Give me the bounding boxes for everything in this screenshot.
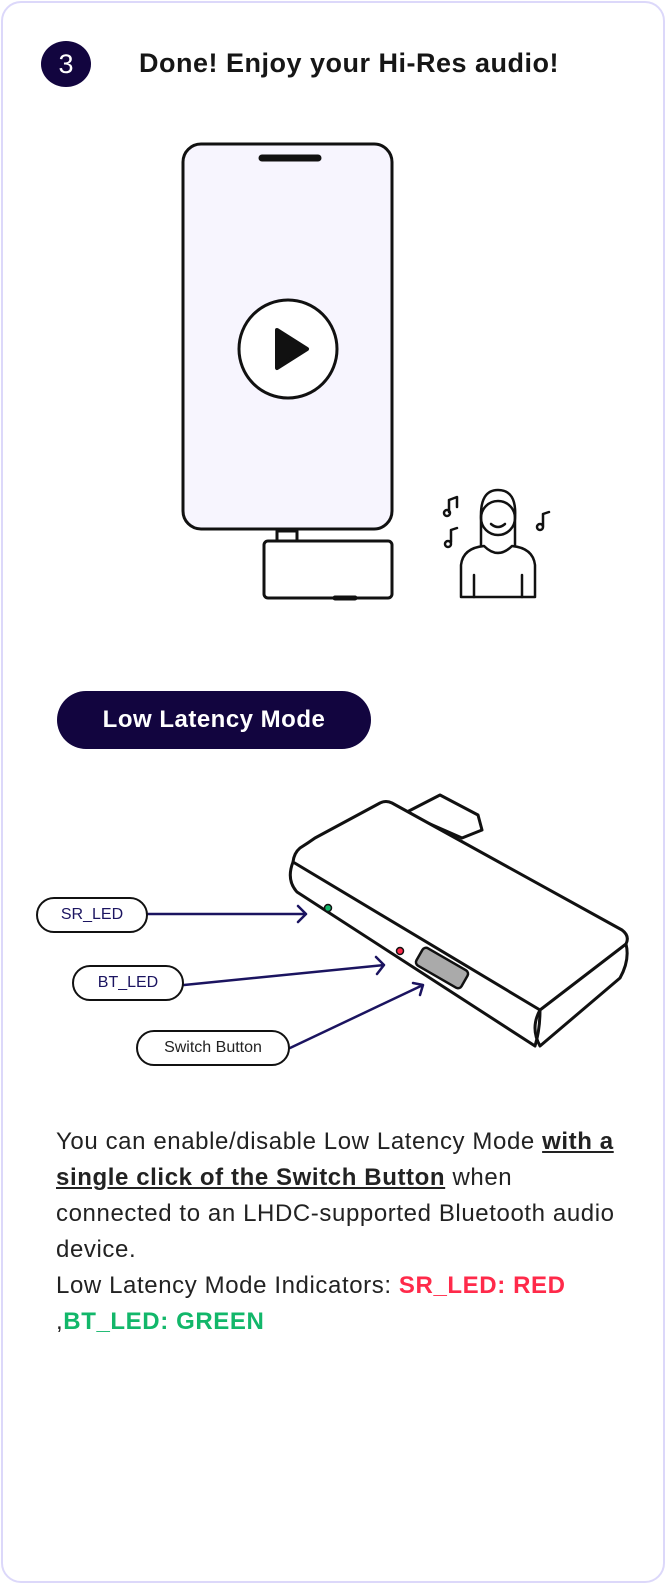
description-part1: You can enable/disable Low Latency Mode xyxy=(56,1128,543,1155)
listener-with-music-icon xyxy=(442,488,551,599)
sr-led-indicator xyxy=(323,903,333,913)
phone-illustration xyxy=(181,142,394,601)
step-number-badge: 3 xyxy=(41,41,91,87)
indicators-label: Low Latency Mode Indicators: xyxy=(56,1272,399,1299)
play-icon xyxy=(237,298,339,400)
step-title: Done! Enjoy your Hi-Res audio! xyxy=(139,48,560,78)
separator: , xyxy=(56,1308,64,1335)
callout-arrows xyxy=(146,904,425,1050)
description-emphasis: with a single click of the Switch Button xyxy=(56,1128,614,1191)
switch-button-label: Switch Button xyxy=(136,1030,290,1066)
sr-led-indicator-text: SR_LED: RED xyxy=(398,1272,566,1299)
description-text: You can enable/disable Low Latency Mode … xyxy=(56,1124,616,1340)
bt-led-indicator-text: BT_LED: GREEN xyxy=(63,1308,265,1335)
sr-led-label: SR_LED xyxy=(36,897,148,933)
adapter-device-illustration xyxy=(288,793,629,1048)
bt-led-indicator xyxy=(395,946,405,956)
bt-led-label: BT_LED xyxy=(72,965,184,1001)
description-part2: when connected to an LHDC-supported Blue… xyxy=(56,1164,615,1263)
low-latency-mode-badge: Low Latency Mode xyxy=(57,691,371,749)
